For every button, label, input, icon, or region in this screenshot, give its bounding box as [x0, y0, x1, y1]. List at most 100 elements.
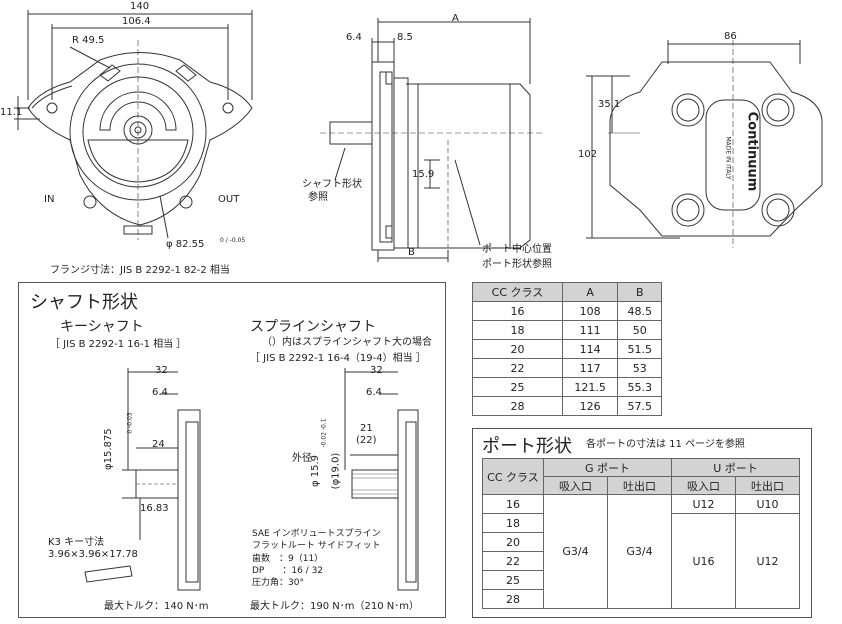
- shaft-section-title: シャフト形状: [30, 292, 138, 313]
- key-k3-title: K3 キー寸法: [48, 537, 105, 548]
- u16-suction-value: U12: [671, 494, 736, 514]
- port-header-u: U ポート: [671, 458, 800, 477]
- shaft-section: [18, 282, 446, 618]
- u-discharge-value: U12: [735, 513, 800, 609]
- port-section-note: 各ポートの寸法は 11 ページを参照: [586, 439, 745, 450]
- port-note-2: ポート形状参照: [482, 259, 552, 270]
- u-suction-value: U16: [671, 513, 736, 609]
- spline-dim-6-4: 6.4: [366, 387, 382, 398]
- key-dim-tol: 0 -0.03: [126, 412, 134, 434]
- spline-outer: 外径: [292, 453, 312, 464]
- dim-header-b: B: [617, 282, 662, 302]
- side-view: [320, 18, 545, 262]
- spline-dia-1: φ 15.9: [310, 454, 322, 488]
- g-discharge-header: 吐出口: [607, 476, 672, 495]
- port-section-title: ポート形状: [482, 436, 572, 457]
- flange-note: フランジ寸法：JIS B 2292-1 82-2 相当: [50, 265, 230, 276]
- dim-cc-cell: 22: [472, 358, 563, 378]
- key-dim-dia: φ15.875: [103, 428, 114, 470]
- dim-cc-cell: 16: [472, 301, 563, 321]
- port-section: [472, 428, 812, 618]
- dim-a-cell: 108: [561, 301, 619, 321]
- key-k3-dims: 3.96×3.96×17.78: [48, 549, 138, 560]
- port-header-cc: CC クラス: [482, 458, 544, 495]
- port-class-16: 16: [482, 494, 544, 514]
- key-shaft-title: キーシャフト: [60, 319, 144, 335]
- dim-diameter: φ 82.55: [166, 239, 205, 250]
- spline-shaft-drawing: [344, 368, 419, 591]
- in-label: IN: [44, 194, 55, 205]
- g-suction-value: G3/4: [543, 494, 608, 609]
- key-dim-16-83: 16.83: [140, 503, 169, 514]
- port-note-1: ポート中心位置: [482, 244, 552, 255]
- key-dim-32: 32: [155, 365, 168, 376]
- key-shaft-std: ［ JIS B 2292-1 16-1 相当 ］: [50, 339, 187, 350]
- dim-8-5: 8.5: [397, 32, 413, 43]
- port-table: CC クラス G ポート U ポート 吸入口 吐出口 吸入口 吐出口 16 G3…: [482, 458, 800, 609]
- dim-b-cell: 48.5: [617, 301, 662, 321]
- dim-cc-cell: 28: [472, 396, 563, 416]
- out-label: OUT: [218, 194, 240, 205]
- dim-15-9: 15.9: [412, 169, 435, 180]
- dim-tolerance: 0 / -0.05: [220, 237, 246, 244]
- spline-sae-1: SAE インボリュートスプライン: [252, 529, 381, 539]
- port-class-28: 28: [482, 589, 544, 609]
- dim-a-cell: 111: [561, 320, 619, 340]
- spline-title: スプラインシャフト: [250, 319, 376, 335]
- dim-86: 86: [724, 31, 737, 42]
- dim-b-cell: 51.5: [617, 339, 662, 359]
- dim-a-cell: 126: [561, 396, 619, 416]
- back-view: [586, 40, 823, 248]
- shaft-note-1: シャフト形状: [302, 179, 362, 190]
- key-torque: 最大トルク：140 N･m: [104, 601, 209, 612]
- u-discharge-header: 吐出口: [735, 476, 800, 495]
- spline-note: （）内はスプラインシャフト大の場合: [262, 337, 432, 348]
- dim-a: A: [452, 13, 459, 24]
- u-suction-header: 吸入口: [671, 476, 736, 495]
- dim-header-a: A: [561, 282, 619, 302]
- spline-dim-22: (22): [356, 435, 377, 446]
- dim-b-cell: 55.3: [617, 377, 662, 397]
- g-suction-header: 吸入口: [543, 476, 608, 495]
- port-class-25: 25: [482, 570, 544, 590]
- port-class-18: 18: [482, 513, 544, 533]
- front-view: [14, 10, 253, 240]
- dim-a-cell: 114: [561, 339, 619, 359]
- spline-sae-2: フラットルート サイドフィット: [252, 541, 381, 551]
- dim-b-cell: 50: [617, 320, 662, 340]
- dim-cc-cell: 18: [472, 320, 563, 340]
- key-shaft-drawing: [84, 368, 201, 591]
- dim-111: 11.1: [0, 107, 23, 118]
- dim-b-cell: 53: [617, 358, 662, 378]
- dim-b-cell: 57.5: [617, 396, 662, 416]
- dim-a-cell: 121.5: [561, 377, 619, 397]
- port-class-20: 20: [482, 532, 544, 552]
- spline-dp: DP ：16 / 32: [252, 566, 324, 576]
- dim-a-cell: 117: [561, 358, 619, 378]
- u16-discharge-value: U10: [735, 494, 800, 514]
- spline-std: ［ JIS B 2292-1 16-4（19-4）相当 ］: [250, 353, 426, 364]
- dim-6-4: 6.4: [346, 32, 362, 43]
- dim-cc-cell: 25: [472, 377, 563, 397]
- key-dim-24: 24: [152, 439, 165, 450]
- key-dim-6-4: 6.4: [152, 387, 168, 398]
- spline-pressure-angle: 圧力角：30°: [252, 578, 304, 588]
- made-in-italy: MADE IN ITALY: [724, 136, 732, 180]
- dim-102: 102: [578, 149, 598, 160]
- dim-35-1: 35.1: [598, 99, 621, 110]
- brand-logo: Continuum: [744, 111, 760, 192]
- spline-dim-32: 32: [370, 365, 383, 376]
- dim-106: 106.4: [122, 16, 151, 27]
- dim-cc-cell: 20: [472, 339, 563, 359]
- spline-dia-2: (φ19.0): [330, 452, 342, 490]
- dim-b: B: [408, 247, 415, 258]
- port-header-g: G ポート: [543, 458, 672, 477]
- spline-tol-1: -0.02 -0.1: [320, 418, 328, 448]
- dim-header-cc: CC クラス: [472, 282, 563, 302]
